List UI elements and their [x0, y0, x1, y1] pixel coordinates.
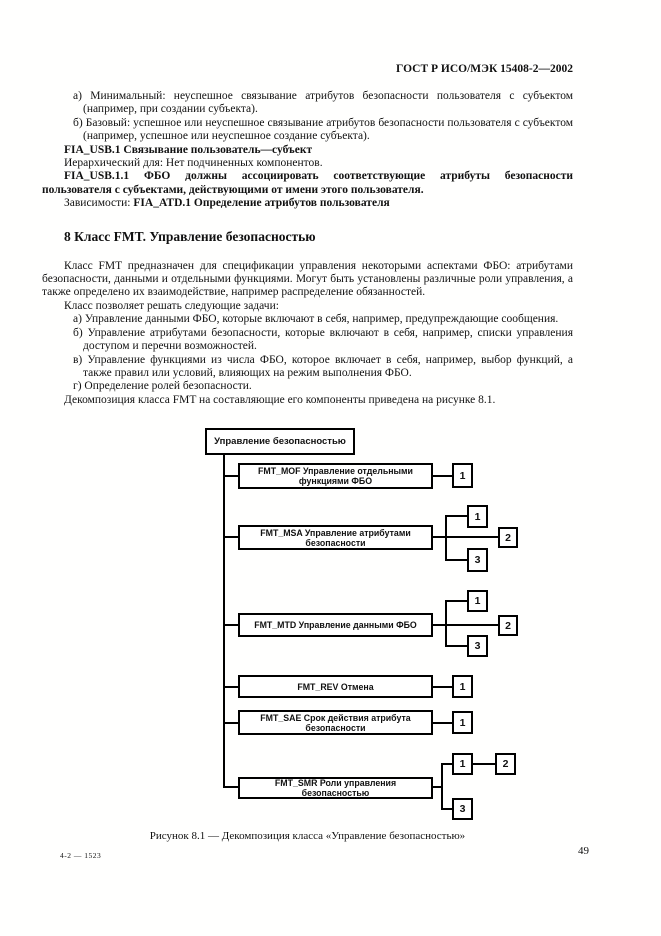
elbow-line: [445, 645, 467, 647]
item-text: Управление атрибутами безопасности, кото…: [83, 326, 574, 353]
item-text: Определение ролей безопасности.: [84, 380, 252, 393]
item-text: Базовый: успешное или неуспешное связыва…: [83, 116, 574, 143]
item-label: а): [73, 313, 82, 326]
component-box-fmt-mtd: FMT_MTD Управление данными ФБО: [238, 613, 433, 637]
item-text: Управление данными ФБО, которые включают…: [84, 313, 559, 326]
component-number-box: 2: [495, 753, 516, 775]
class-decomposition-diagram: Управление безопасностью FMT_MOF Управле…: [0, 425, 661, 827]
dependencies-value: FIA_ATD.1 Определение атрибутов пользова…: [133, 197, 390, 210]
component-number-box: 1: [467, 505, 488, 528]
document-code-header: ГОСТ Р ИСО/МЭК 15408-2—2002: [396, 63, 573, 75]
junction-line: [445, 515, 447, 561]
hierarchical-note: Иерархический для: Нет подчиненных компо…: [64, 157, 323, 170]
elbow-line: [445, 515, 467, 517]
item-label: в): [73, 353, 83, 366]
paragraph-tasks-intro: Класс позволяет решать следующие задачи:: [64, 299, 279, 312]
branch-line: [223, 536, 238, 538]
audit-level-item-a: а) Минимальный: неуспешное связывание ат…: [42, 90, 573, 117]
component-box-fmt-mof: FMT_MOF Управление отдельными функциями …: [238, 463, 433, 489]
paragraph-class-purpose: Класс FMT предназначен для спецификации …: [42, 259, 573, 299]
connector-line: [433, 536, 498, 538]
item-label: а): [73, 90, 82, 102]
connector-line: [433, 786, 443, 788]
item-label: б): [73, 326, 83, 339]
component-number-box: 1: [452, 675, 473, 698]
component-title: FIA_USB.1 Связывание пользователь—субъек…: [64, 143, 313, 156]
branch-line: [223, 624, 238, 626]
item-label: г): [73, 380, 82, 393]
requirement-text: FIA_USB.1.1 ФБО должны ассоциировать соо…: [42, 170, 573, 196]
connector-line: [433, 624, 498, 626]
component-number-box: 1: [452, 753, 473, 775]
elbow-line: [445, 600, 467, 602]
item-text: Управление функциями из числа ФБО, котор…: [83, 353, 573, 379]
component-number-box: 3: [467, 635, 488, 657]
figure-caption: Рисунок 8.1 — Декомпозиция класса «Управ…: [149, 830, 466, 842]
connector-line: [433, 686, 452, 688]
connector-line: [433, 722, 452, 724]
component-number-box: 2: [498, 615, 518, 636]
component-number-box: 1: [467, 590, 488, 612]
item-label: б): [73, 116, 83, 129]
branch-line: [223, 686, 238, 688]
task-item-g: г) Определение ролей безопасности.: [42, 380, 573, 393]
task-item-b: б) Управление атрибутами безопасности, к…: [42, 327, 573, 354]
branch-line: [223, 786, 238, 788]
print-order-code: 4-2 — 1523: [60, 851, 102, 860]
junction-line: [445, 600, 447, 647]
paragraph-decomposition-ref: Декомпозиция класса FMT на составляющие …: [64, 393, 496, 406]
task-item-v: в) Управление функциями из числа ФБО, ко…: [42, 354, 573, 381]
connector-line: [433, 475, 452, 477]
elbow-line: [441, 808, 452, 810]
task-item-a: а) Управление данными ФБО, которые включ…: [42, 313, 573, 326]
component-number-box: 3: [467, 548, 488, 572]
connector-line: [473, 763, 495, 765]
component-box-fmt-sae: FMT_SAE Срок действия атрибута безопасно…: [238, 710, 433, 735]
dependencies-line: Зависимости: FIA_ATD.1 Определение атриб…: [42, 197, 573, 210]
item-text: Минимальный: неуспешное связывание атриб…: [83, 90, 573, 116]
elbow-line: [445, 559, 467, 561]
component-number-box: 2: [498, 527, 518, 548]
audit-level-item-b: б) Базовый: успешное или неуспешное связ…: [42, 117, 573, 144]
dependencies-label: Зависимости:: [64, 197, 134, 210]
page-body: а) Минимальный: неуспешное связывание ат…: [42, 90, 573, 407]
branch-line: [223, 475, 238, 477]
component-number-box: 1: [452, 463, 473, 488]
component-number-box: 3: [452, 798, 473, 820]
component-box-fmt-msa: FMT_MSA Управление атрибутами безопаснос…: [238, 525, 433, 550]
component-box-fmt-rev: FMT_REV Отмена: [238, 675, 433, 698]
trunk-line: [223, 455, 225, 788]
component-box-fmt-smr: FMT_SMR Роли управления безопасностью: [238, 777, 433, 799]
junction-line: [441, 763, 443, 810]
component-number-box: 1: [452, 711, 473, 734]
root-class-box: Управление безопасностью: [205, 428, 355, 455]
elbow-line: [441, 763, 452, 765]
section-heading: 8 Класс FMT. Управление безопасностью: [64, 228, 316, 244]
branch-line: [223, 722, 238, 724]
page-number: 49: [578, 845, 589, 857]
